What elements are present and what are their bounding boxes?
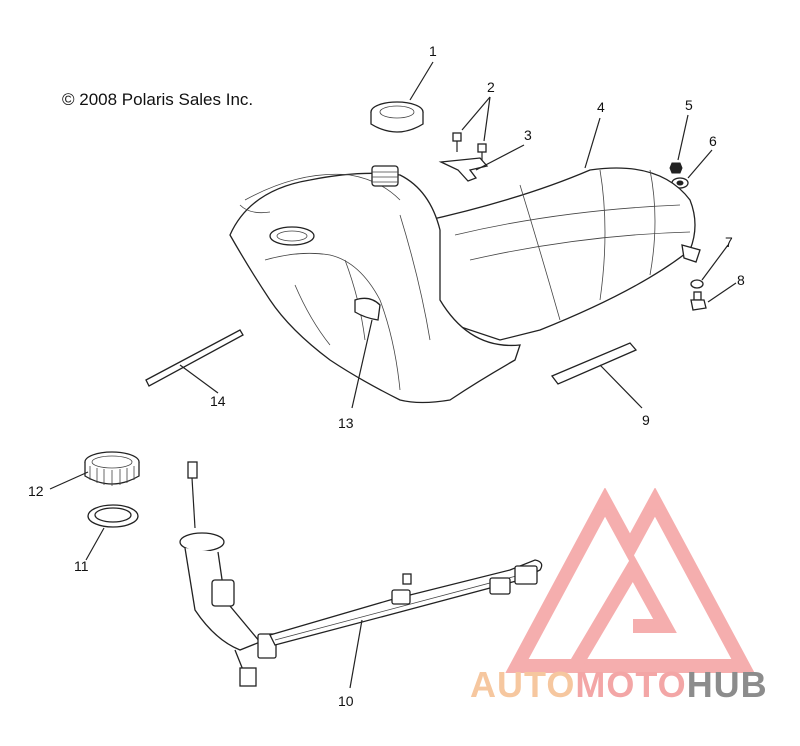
callout-6: 6 [709,133,717,149]
part-12-lock-ring [84,451,140,486]
part-7-washer [690,279,704,289]
part-11-seal [87,504,139,528]
part-14-vent-tube [145,329,244,387]
callout-4: 4 [597,99,605,115]
part-9-foam-strip [550,342,638,385]
callout-2: 2 [487,79,495,95]
copyright-notice: © 2008 Polaris Sales Inc. [62,90,254,109]
part-2-screws [452,132,487,162]
callout-1: 1 [429,43,437,59]
part-6-washer [671,177,689,189]
watermark-logo [505,488,755,673]
part-1-filler-cap [370,101,424,133]
callout-14: 14 [210,393,226,409]
callout-9: 9 [642,412,650,428]
callout-5: 5 [685,97,693,113]
callout-8: 8 [737,272,745,288]
watermark-auto: AUTO [470,664,576,705]
part-10-fuel-pump-assembly [179,461,543,687]
callout-3: 3 [524,127,532,143]
watermark-hub: HUB [686,664,768,705]
part-8-bolt [690,291,707,311]
callout-7: 7 [725,234,733,250]
part-3-bracket [438,157,489,182]
watermark-moto: MOTO [575,664,687,705]
callout-13: 13 [338,415,354,431]
watermark-text: AUTOMOTOHUB [470,664,768,706]
callout-12: 12 [28,483,44,499]
callout-11: 11 [74,558,89,574]
callout-10: 10 [338,693,354,709]
leader-lines [49,61,737,689]
part-5-nut [669,162,683,174]
part-4-fuel-tank [229,165,701,404]
